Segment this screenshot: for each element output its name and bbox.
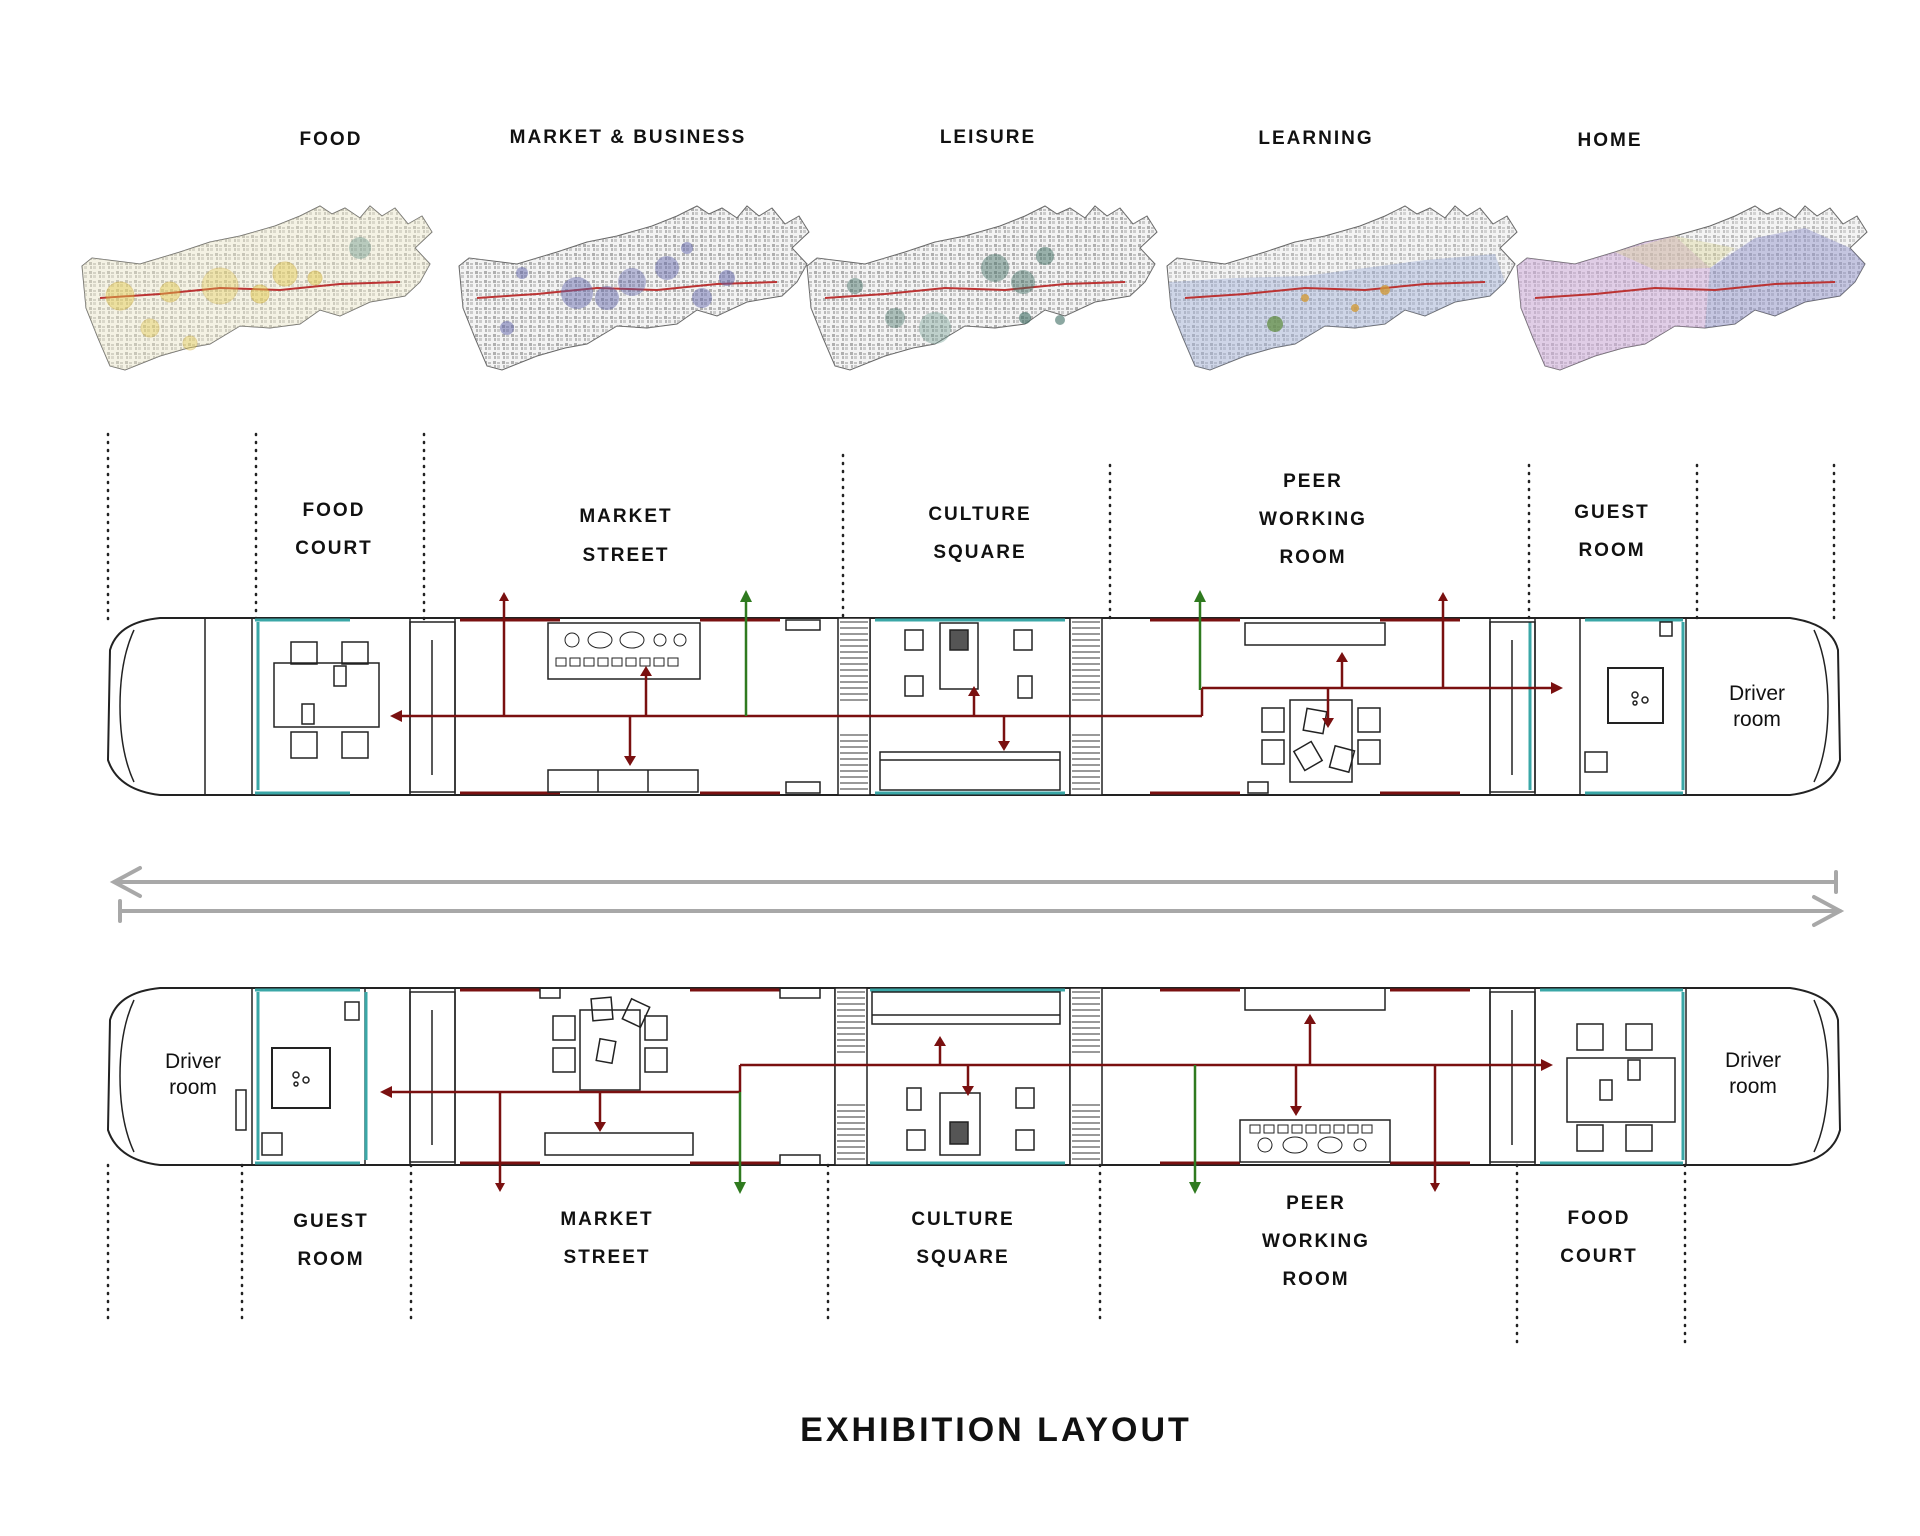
city-map-leisure <box>806 205 1158 371</box>
svg-text:ROOM: ROOM <box>1279 547 1346 568</box>
svg-text:SQUARE: SQUARE <box>933 542 1026 563</box>
map-label-leisure: LEISURE <box>940 127 1036 148</box>
upper-train-plan <box>106 617 1842 796</box>
city-map-home <box>1516 205 1868 371</box>
svg-text:ROOM: ROOM <box>1282 1269 1349 1290</box>
svg-text:CULTURE: CULTURE <box>928 504 1031 525</box>
svg-text:GUEST: GUEST <box>1574 502 1649 523</box>
page-title: EXHIBITION LAYOUT <box>800 1411 1192 1449</box>
svg-text:GUEST: GUEST <box>293 1211 368 1232</box>
lower-zone-label-peer-working-room: PEER WORKING ROOM <box>1262 1193 1370 1290</box>
svg-text:CULTURE: CULTURE <box>911 1209 1014 1230</box>
city-map-food <box>81 205 433 371</box>
lower-exit-arrows <box>734 1065 1201 1194</box>
map-label-home: HOME <box>1578 130 1643 151</box>
svg-text:MARKET: MARKET <box>579 506 672 527</box>
upper-circulation-flow <box>390 592 1563 766</box>
lower-zone-label-market-street: MARKET STREET <box>560 1209 653 1268</box>
upper-zone-label-culture-square: CULTURE SQUARE <box>928 504 1031 563</box>
lower-train-plan <box>106 987 1842 1166</box>
svg-text:WORKING: WORKING <box>1262 1231 1370 1252</box>
svg-text:STREET: STREET <box>583 545 670 566</box>
upper-driver-room-label-line2: room <box>1733 708 1781 731</box>
svg-text:PEER: PEER <box>1286 1193 1346 1214</box>
svg-text:MARKET: MARKET <box>560 1209 653 1230</box>
lower-left-driver-room-label-line2: room <box>169 1076 217 1099</box>
lower-right-driver-room-label-line2: room <box>1729 1075 1777 1098</box>
svg-text:SQUARE: SQUARE <box>916 1247 1009 1268</box>
lower-circulation-flow <box>380 1014 1553 1192</box>
svg-text:FOOD: FOOD <box>303 500 366 521</box>
direction-arrows <box>109 866 1845 927</box>
lower-zone-label-food-court: FOOD COURT <box>1560 1208 1638 1267</box>
svg-text:STREET: STREET <box>564 1247 651 1268</box>
lower-zone-label-guest-room: GUEST ROOM <box>293 1211 368 1270</box>
lower-zone-label-culture-square: CULTURE SQUARE <box>911 1209 1014 1268</box>
lower-left-driver-room-label-line1: Driver <box>165 1050 221 1073</box>
svg-text:COURT: COURT <box>1560 1246 1638 1267</box>
svg-text:PEER: PEER <box>1283 471 1343 492</box>
upper-exit-arrows <box>740 590 1206 716</box>
lower-zone-dividers <box>106 1163 1687 1347</box>
city-map-learning <box>1166 205 1518 371</box>
svg-text:COURT: COURT <box>295 538 373 559</box>
lower-right-driver-room-label-line1: Driver <box>1725 1049 1781 1072</box>
upper-zone-label-guest-room: GUEST ROOM <box>1574 502 1649 561</box>
upper-zone-label-peer-working-room: PEER WORKING ROOM <box>1259 471 1367 568</box>
svg-text:FOOD: FOOD <box>1568 1208 1631 1229</box>
upper-driver-room-label-line1: Driver <box>1729 682 1785 705</box>
upper-zone-dividers <box>106 432 1836 624</box>
upper-zone-label-food-court: FOOD COURT <box>295 500 373 559</box>
upper-zone-label-market-street: MARKET STREET <box>579 506 672 566</box>
svg-text:WORKING: WORKING <box>1259 509 1367 530</box>
svg-text:ROOM: ROOM <box>297 1249 364 1270</box>
svg-text:ROOM: ROOM <box>1578 540 1645 561</box>
city-map-market-business <box>458 205 810 371</box>
map-label-food: FOOD <box>300 129 363 150</box>
map-label-market-business: MARKET & BUSINESS <box>510 127 747 148</box>
map-label-learning: LEARNING <box>1258 128 1373 149</box>
